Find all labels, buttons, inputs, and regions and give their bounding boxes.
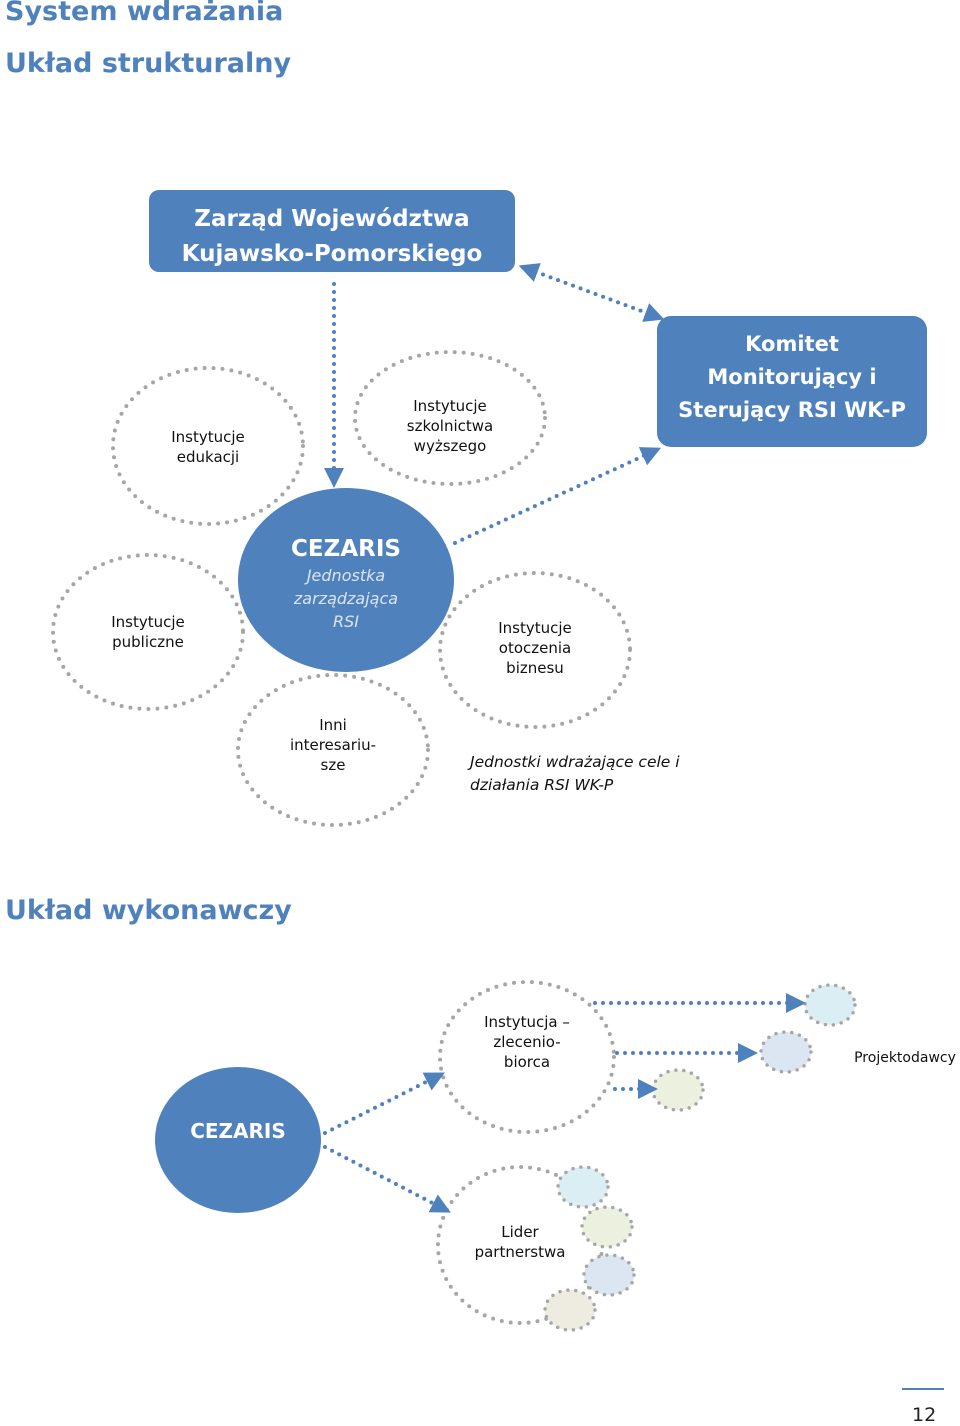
- cezaris-subtitle: zarządzająca: [293, 589, 399, 608]
- committee-line: Monitorujący i: [707, 365, 877, 389]
- contractor-label: Instytucja – zlecenio- biorca: [484, 1012, 570, 1072]
- arrow-cezaris-committee: [453, 447, 662, 545]
- business-label: Instytucje otoczenia biznesu: [498, 618, 572, 678]
- cezaris-subtitle: Jednostka: [306, 566, 386, 585]
- circle-higher-ed: [353, 350, 547, 486]
- label-line: szkolnictwa: [406, 417, 494, 435]
- section-title: System wdrażania: [5, 0, 284, 27]
- label-line: Instytucja –: [484, 1013, 570, 1031]
- label-line: Instytucje: [171, 428, 245, 446]
- others-label: Inni interesariu- sze: [290, 715, 376, 775]
- partner-bubble: [556, 1165, 610, 1209]
- cezaris-ellipse: [238, 488, 454, 672]
- circle-contractor: [438, 980, 616, 1134]
- committee-box: [657, 316, 927, 447]
- page-number: 12: [912, 1404, 937, 1426]
- leader-label: Lider partnerstwa: [475, 1222, 566, 1262]
- subsection-title-structural: Układ strukturalny: [5, 48, 292, 79]
- label-line: publiczne: [112, 633, 184, 651]
- label-line: interesariu-: [289, 736, 377, 754]
- cezaris-title: CEZARIS: [291, 536, 401, 562]
- cezaris-exec-ellipse: [155, 1067, 321, 1213]
- arrow-cezaris-contractor: [323, 1072, 445, 1135]
- applicant-bubble: [759, 1030, 813, 1074]
- label-line: biorca: [503, 1053, 551, 1071]
- subsection-title-executive: Układ wykonawczy: [5, 895, 292, 926]
- partner-bubble: [543, 1288, 597, 1332]
- cezaris-label: CEZARIS Jednostka zarządzająca RSI: [291, 534, 401, 633]
- committee-label: Komitet Monitorujący i Sterujący RSI WK-…: [678, 328, 906, 427]
- label-line: Inni: [319, 716, 347, 734]
- circle-education: [111, 366, 305, 526]
- label-line: Instytucje: [111, 613, 185, 631]
- label-line: sze: [320, 756, 346, 774]
- applicants-label: Projektodawcy: [854, 1050, 956, 1066]
- partner-bubble: [580, 1205, 634, 1249]
- label-line: Instytucje: [413, 397, 487, 415]
- committee-line: Sterujący RSI WK-P: [678, 398, 906, 422]
- public-label: Instytucje publiczne: [111, 612, 185, 652]
- label-line: edukacji: [176, 448, 240, 466]
- committee-line: Komitet: [745, 332, 839, 356]
- note-line: działania RSI WK-P: [470, 776, 614, 794]
- circle-others: [236, 673, 430, 827]
- label-line: Lider: [501, 1223, 539, 1241]
- board-line: Kujawsko-Pomorskiego: [181, 241, 483, 267]
- education-label: Instytucje edukacji: [171, 427, 245, 467]
- cezaris-subtitle: RSI: [333, 612, 359, 631]
- partner-bubble: [582, 1253, 636, 1297]
- note-line: Jednostki wdrażające cele i: [470, 753, 680, 771]
- label-line: biznesu: [506, 659, 564, 677]
- applicant-bubble: [651, 1068, 705, 1112]
- label-line: Instytucje: [498, 619, 572, 637]
- label-line: wyższego: [413, 437, 487, 455]
- applicant-bubble: [803, 983, 857, 1027]
- arrow-cezaris-leader: [323, 1145, 451, 1213]
- arrow-board-committee: [518, 263, 665, 322]
- board-box: [149, 190, 515, 272]
- cezaris-exec-label: CEZARIS: [190, 1119, 286, 1143]
- higher-ed-label: Instytucje szkolnictwa wyższego: [407, 396, 493, 456]
- board-label: Zarząd Województwa Kujawsko-Pomorskiego: [182, 202, 483, 272]
- board-line: Zarząd Województwa: [194, 206, 470, 232]
- implementing-units-note: Jednostki wdrażające cele i działania RS…: [470, 751, 680, 797]
- circle-public: [51, 553, 245, 711]
- label-line: otoczenia: [498, 639, 572, 657]
- label-line: zlecenio-: [493, 1033, 561, 1051]
- circle-business: [438, 571, 632, 729]
- label-line: partnerstwa: [474, 1243, 566, 1261]
